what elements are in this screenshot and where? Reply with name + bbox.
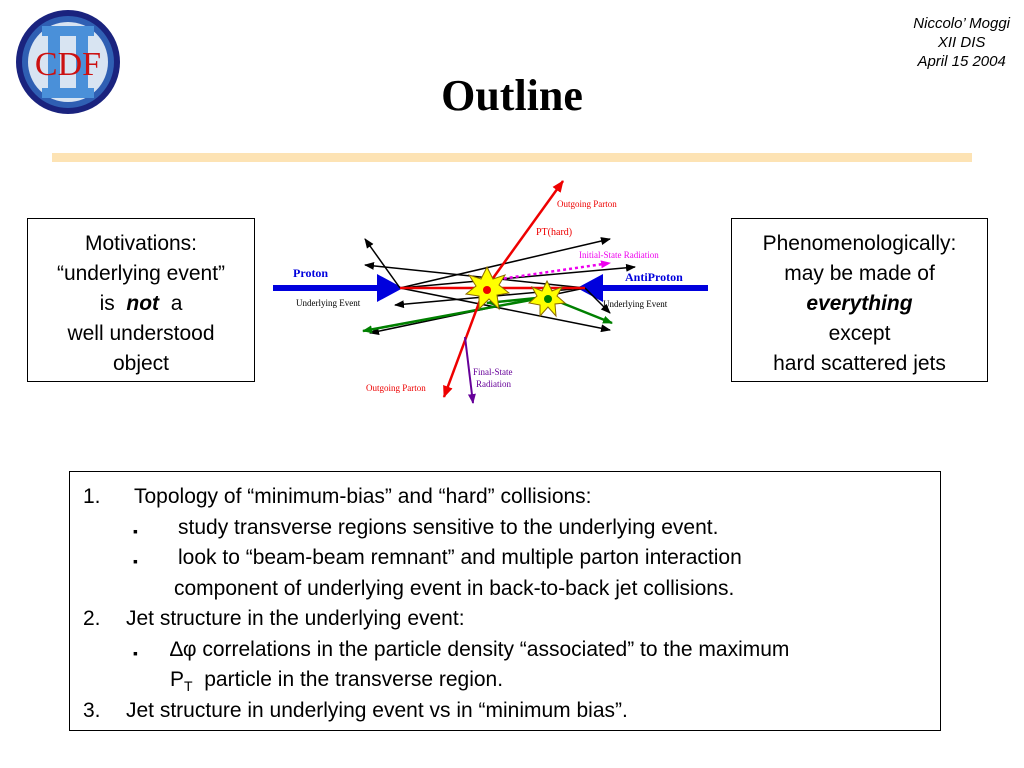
- item-number: 3.: [83, 698, 101, 722]
- conference-name: XII DIS: [937, 34, 986, 51]
- presentation-date: April 15 2004: [917, 53, 1006, 70]
- author-name: Niccolo’ Moggi: [913, 15, 1010, 32]
- label-antiproton: AntiProton: [625, 270, 683, 284]
- label-underlying-event-left: Underlying Event: [296, 298, 361, 308]
- list-item: 3. Jet structure in underlying event vs …: [70, 696, 940, 727]
- outgoing-parton-bottom: [442, 291, 485, 398]
- list-item: ▪ ∆φ correlations in the particle densit…: [70, 635, 940, 666]
- label-final-state-radiation-1: Final-State: [473, 367, 513, 377]
- label-proton: Proton: [293, 266, 328, 280]
- item-text: look to “beam-beam remnant” and multiple…: [178, 546, 742, 569]
- label-outgoing-parton-top: Outgoing Parton: [557, 199, 617, 209]
- proton-arrowhead: [377, 274, 403, 302]
- item-text: ∆φ correlations in the particle density …: [170, 637, 790, 661]
- label-final-state-radiation-2: Radiation: [476, 379, 511, 389]
- item-text: component of underlying event in back-to…: [174, 576, 735, 600]
- item-text: Jet structure in the underlying event:: [126, 607, 465, 630]
- svg-text:CDF: CDF: [35, 46, 101, 83]
- list-item-continuation: PT particle in the transverse region.: [70, 665, 940, 696]
- list-item: ▪ study transverse regions sensitive to …: [70, 513, 940, 544]
- title-divider: [52, 153, 972, 162]
- slide-title: Outline: [441, 71, 583, 120]
- label-outgoing-parton-bottom: Outgoing Parton: [366, 383, 426, 393]
- final-state-radiation: [464, 336, 476, 404]
- bullet-icon: ▪: [133, 644, 138, 661]
- antiproton-arrowhead: [577, 274, 603, 302]
- outline-list: 1. Topology of “minimum-bias” and “hard”…: [69, 471, 941, 731]
- motivations-line3: is not a: [99, 292, 183, 315]
- motivations-line4: well understood: [67, 322, 215, 345]
- item-number: 2.: [83, 607, 101, 630]
- item-text: Topology of “minimum-bias” and “hard” co…: [134, 485, 592, 508]
- item-text: study transverse regions sensitive to th…: [178, 515, 719, 539]
- list-item-continuation: component of underlying event in back-to…: [70, 574, 940, 605]
- list-item: 2. Jet structure in the underlying event…: [70, 604, 940, 635]
- phenomenology-line1: Phenomenologically:: [762, 232, 957, 255]
- emphasis-not: not: [126, 292, 160, 315]
- motivations-box: Motivations: “underlying event” is not a…: [27, 218, 255, 382]
- delta-phi-symbol: ∆φ: [170, 637, 197, 661]
- bullet-icon: ▪: [133, 553, 138, 569]
- label-underlying-event-right: Underlying Event: [603, 299, 668, 309]
- emphasis-everything: everything: [806, 292, 913, 315]
- list-item: ▪ look to “beam-beam remnant” and multip…: [70, 543, 940, 574]
- phenomenology-box: Phenomenologically: may be made of every…: [731, 218, 988, 382]
- item-text: PT particle in the transverse region.: [170, 668, 504, 694]
- author-info: Niccolo’ Moggi XII DIS April 15 2004: [913, 14, 1010, 71]
- phenomenology-line4: except: [828, 322, 891, 345]
- phenomenology-line5: hard scattered jets: [773, 352, 946, 375]
- phenomenology-line2: may be made of: [784, 262, 935, 285]
- label-initial-state-radiation: Initial-State Radiation: [579, 250, 659, 260]
- motivations-line2: “underlying event”: [56, 262, 226, 285]
- list-item: 1. Topology of “minimum-bias” and “hard”…: [70, 482, 940, 513]
- collision-diagram: Outgoing Parton PT(hard) Initial-State R…: [273, 180, 708, 404]
- motivations-line1: Motivations:: [84, 232, 198, 255]
- item-text: Jet structure in underlying event vs in …: [126, 698, 628, 722]
- label-pt-hard: PT(hard): [536, 227, 572, 238]
- item-number: 1.: [83, 485, 101, 508]
- initial-state-radiation: [479, 260, 611, 284]
- cdf-logo: CDF: [16, 10, 120, 114]
- outgoing-parton-top: [481, 180, 565, 293]
- motivations-line5: object: [112, 352, 170, 375]
- bullet-icon: ▪: [133, 522, 138, 539]
